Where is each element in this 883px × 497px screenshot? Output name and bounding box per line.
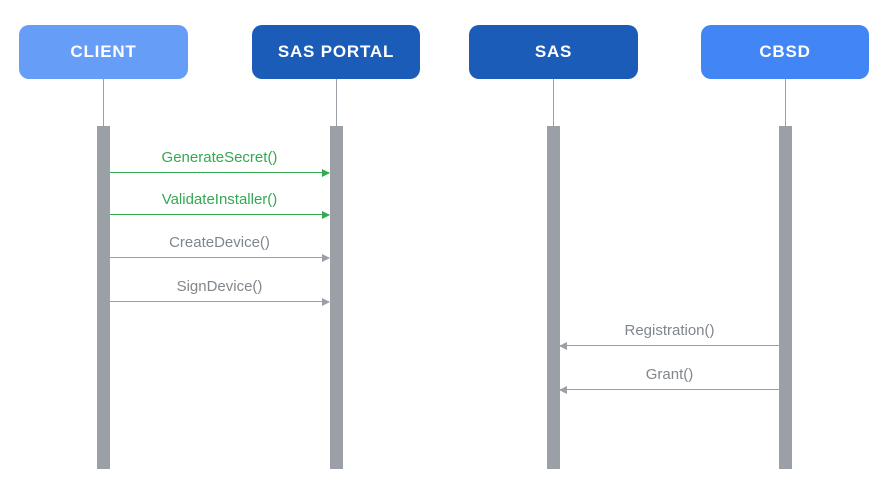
actor-box-cbsd: CBSD: [701, 25, 869, 79]
actor-label-sas-portal: SAS PORTAL: [277, 42, 395, 61]
lifeline-stem-sas: [553, 79, 554, 126]
activation-bar-sas-portal: [330, 126, 343, 469]
lifeline-stem-cbsd: [785, 79, 786, 126]
arrowhead-right-icon: [322, 297, 330, 306]
message-label: CreateDevice(): [169, 234, 270, 251]
actor-label-client: CLIENT: [70, 42, 137, 61]
message-line: [110, 256, 329, 258]
message-line: [110, 213, 329, 215]
message-sign-device: SignDevice(): [110, 275, 330, 306]
message-line: [560, 344, 779, 346]
actor-box-sas: SAS: [469, 25, 638, 79]
message-validate-installer: ValidateInstaller(): [110, 188, 330, 219]
message-create-device: CreateDevice(): [110, 231, 330, 262]
lifeline-stem-client: [103, 79, 104, 126]
message-label: Registration(): [624, 322, 715, 339]
arrowhead-left-icon: [559, 385, 567, 394]
message-line: [110, 300, 329, 302]
message-generate-secret: GenerateSecret(): [110, 146, 330, 177]
activation-bar-client: [97, 126, 110, 469]
actor-box-client: CLIENT: [19, 25, 188, 79]
actor-label-sas: SAS: [534, 42, 573, 61]
message-label: ValidateInstaller(): [161, 191, 278, 208]
message-label: GenerateSecret(): [161, 149, 278, 166]
arrowhead-right-icon: [322, 210, 330, 219]
arrowhead-left-icon: [559, 341, 567, 350]
actor-label-cbsd: CBSD: [759, 42, 811, 61]
lifeline-stem-sas-portal: [336, 79, 337, 126]
message-line: [110, 171, 329, 173]
arrowhead-right-icon: [322, 253, 330, 262]
activation-bar-sas: [547, 126, 560, 469]
actor-box-sas-portal: SAS PORTAL: [252, 25, 420, 79]
message-grant: Grant(): [559, 363, 779, 394]
message-registration: Registration(): [559, 319, 779, 350]
message-label: Grant(): [645, 366, 694, 383]
arrowhead-right-icon: [322, 168, 330, 177]
activation-bar-cbsd: [779, 126, 792, 469]
message-label: SignDevice(): [176, 278, 263, 295]
message-line: [560, 388, 779, 390]
